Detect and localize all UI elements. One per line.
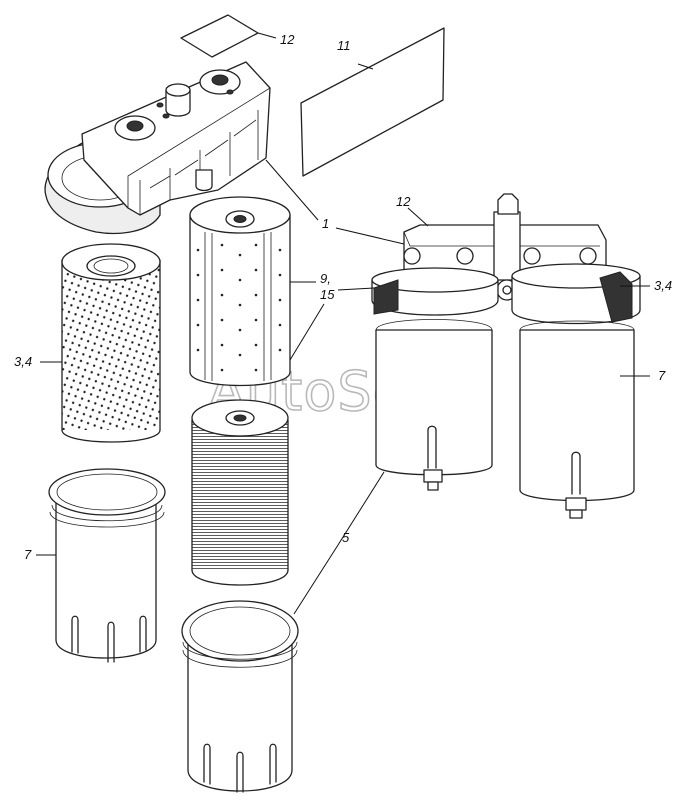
mesh-filter-element-left	[61, 243, 161, 443]
label-7-right: 7	[658, 368, 666, 383]
label-11: 11	[337, 38, 351, 53]
gasket-sheet-12	[180, 14, 259, 58]
ribbed-filter-element	[191, 399, 289, 586]
label-12-assembled: 12	[396, 194, 411, 209]
filter-bowl-center	[181, 600, 299, 793]
label-5: 5	[342, 530, 350, 545]
label-7-left: 7	[24, 547, 32, 562]
label-9: 9,	[320, 271, 331, 286]
perforated-filter-element	[189, 196, 291, 387]
label-3-4-left: 3,4	[14, 354, 32, 369]
label-15: 15	[320, 287, 335, 302]
label-3-4-right: 3,4	[654, 278, 672, 293]
label-1: 1	[322, 216, 329, 231]
filter-bowl-left	[48, 468, 166, 663]
instruction-sheet-11	[300, 27, 445, 177]
assembled-twin-filter	[371, 193, 641, 519]
filter-housing-cover	[44, 61, 271, 235]
label-12-top: 12	[280, 32, 295, 47]
leader-lines	[36, 32, 650, 615]
callout-labels: 12 11 1 12 9, 15 3,4 3,4 7 7 5	[14, 32, 672, 562]
